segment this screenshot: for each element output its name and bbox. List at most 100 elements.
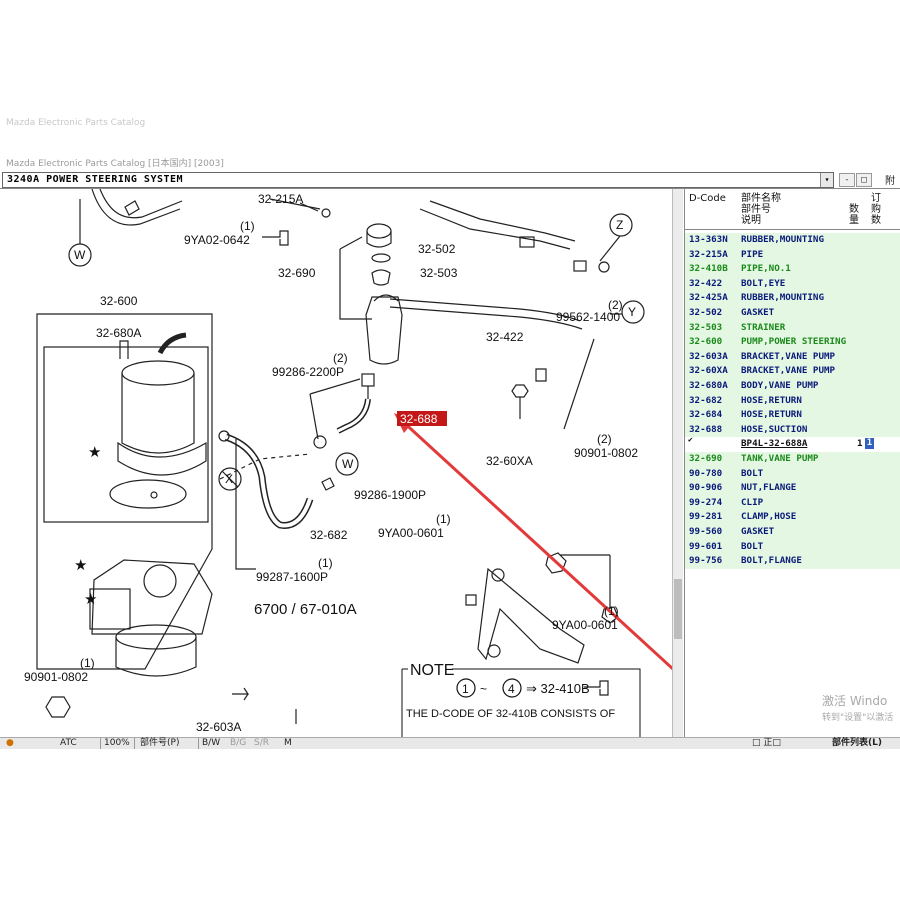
note-text: THE D-CODE OF 32-410B CONSISTS OF	[406, 708, 615, 720]
section-select-value: 3240A POWER STEERING SYSTEM	[7, 174, 184, 185]
parts-list-header: D-Code 部件名称 部件号 说明 数量 订 购 数	[685, 189, 900, 230]
row-dcode: 99-560	[689, 526, 723, 537]
header-order-2: 购	[871, 204, 881, 215]
order-qty-input[interactable]: 1	[865, 438, 874, 450]
row-dcode: 32-425A	[689, 292, 728, 304]
w-callout-circle	[68, 243, 92, 267]
label-32-682: 32-682	[310, 528, 348, 542]
window-button[interactable]: □	[856, 173, 872, 187]
parts-row[interactable]: 32-680A BODY,VANE PUMP	[685, 379, 900, 394]
status-bg[interactable]: B/G	[230, 738, 247, 748]
row-part-name: PIPE,NO.1	[741, 263, 791, 275]
parts-row[interactable]: 32-410B PIPE,NO.1	[685, 262, 900, 277]
qty-9YA00b: (1)	[604, 604, 619, 618]
row-part-name: BRACKET,VANE PUMP	[741, 365, 836, 377]
status-partlist[interactable]: 部件列表(L)	[832, 738, 882, 748]
parts-row[interactable]: 99-601 BOLT	[685, 539, 900, 555]
z-callout-label: Z	[616, 218, 623, 232]
header-order-1[interactable]: 订	[871, 193, 881, 204]
status-atc[interactable]: ATC	[60, 738, 77, 748]
label-32-60XA: 32-60XA	[486, 454, 533, 468]
qty-99562: (2)	[608, 298, 623, 312]
row-dcode: 32-680A	[689, 380, 728, 391]
header-dcode[interactable]: D-Code	[689, 193, 726, 204]
row-dcode: 32-603A	[689, 350, 728, 362]
row-dcode: 32-410B	[689, 263, 728, 275]
row-part-name: PIPE	[741, 248, 764, 260]
label-32-680A: 32-680A	[96, 326, 141, 340]
parts-diagram[interactable]: W W X Y Z 32-215A (1) 9YA02-0642 32-502 …	[0, 189, 672, 737]
row-part-name: HOSE,RETURN	[741, 409, 802, 421]
row-dcode: 99-601	[689, 540, 723, 552]
status-icon: ●	[6, 738, 14, 748]
label-99286-2200P: 99286-2200P	[272, 365, 344, 379]
row-dcode: 13-363N	[689, 234, 728, 245]
status-sr[interactable]: S/R	[254, 738, 269, 748]
parts-row[interactable]: 32-425A RUBBER,MOUNTING	[685, 291, 900, 306]
check-icon[interactable]: ✔	[688, 435, 693, 445]
note-title: NOTE	[410, 662, 454, 679]
diagram-scrollbar[interactable]	[672, 189, 683, 737]
qty-9YA02: (1)	[240, 219, 255, 233]
label-99286-1900P: 99286-1900P	[354, 488, 426, 502]
zoom-out-button[interactable]: -	[839, 173, 855, 187]
row-partnumber: BP4L-32-688A	[741, 438, 808, 450]
toolbar: 3240A POWER STEERING SYSTEM ▾ - □ 附	[0, 170, 900, 189]
header-qty[interactable]: 数量	[849, 204, 859, 226]
status-misc[interactable]: □ 正□	[752, 738, 781, 748]
parts-row[interactable]: 99-560 GASKET	[685, 525, 900, 540]
w2-callout-label: W	[342, 457, 354, 471]
row-part-name: PUMP,POWER STEERING	[741, 336, 847, 348]
row-part-name: RUBBER,MOUNTING	[741, 292, 824, 304]
label-99562-1400: 99562-1400	[556, 310, 620, 324]
row-dcode: 99-281	[689, 511, 723, 523]
toolbar-right-label[interactable]: 附	[885, 176, 895, 187]
row-qty: 1	[857, 438, 863, 450]
label-9YA00-0601b: 9YA00-0601	[552, 618, 618, 632]
status-zoom[interactable]: 100%	[104, 738, 130, 748]
x-callout-label: X	[225, 472, 233, 486]
section-select[interactable]: 3240A POWER STEERING SYSTEM ▾	[2, 172, 834, 188]
row-part-name: CLAMP,HOSE	[741, 511, 797, 523]
chevron-down-icon[interactable]: ▾	[820, 173, 833, 187]
label-32-603A: 32-603A	[196, 720, 241, 734]
y-callout-label: Y	[628, 305, 636, 319]
row-part-name: GASKET	[741, 307, 775, 318]
status-partno[interactable]: 部件号(P)	[140, 738, 180, 748]
header-name-3: 说明	[741, 215, 761, 226]
row-part-name: CLIP	[741, 496, 764, 508]
scrollbar-thumb[interactable]	[674, 579, 682, 639]
header-name-1[interactable]: 部件名称	[741, 193, 781, 204]
row-part-name: BODY,VANE PUMP	[741, 380, 819, 391]
parts-row[interactable]: 99-281 CLAMP,HOSE	[685, 510, 900, 525]
activation-watermark-line2: 转到"设置"以激活	[822, 713, 894, 723]
note-circle-4: 4	[508, 682, 515, 696]
status-m[interactable]: M	[284, 738, 292, 748]
header-name-2: 部件号	[741, 204, 771, 215]
parts-row[interactable]: 32-502 GASKET	[685, 306, 900, 321]
row-dcode: 99-756	[689, 555, 723, 567]
activation-watermark-line1: 激活 Windo	[822, 694, 888, 708]
row-part-name: BOLT	[741, 540, 764, 552]
row-dcode: 32-502	[689, 307, 723, 318]
status-bw[interactable]: B/W	[202, 738, 221, 748]
label-32-502: 32-502	[418, 242, 456, 256]
row-part-name: GASKET	[741, 526, 775, 537]
